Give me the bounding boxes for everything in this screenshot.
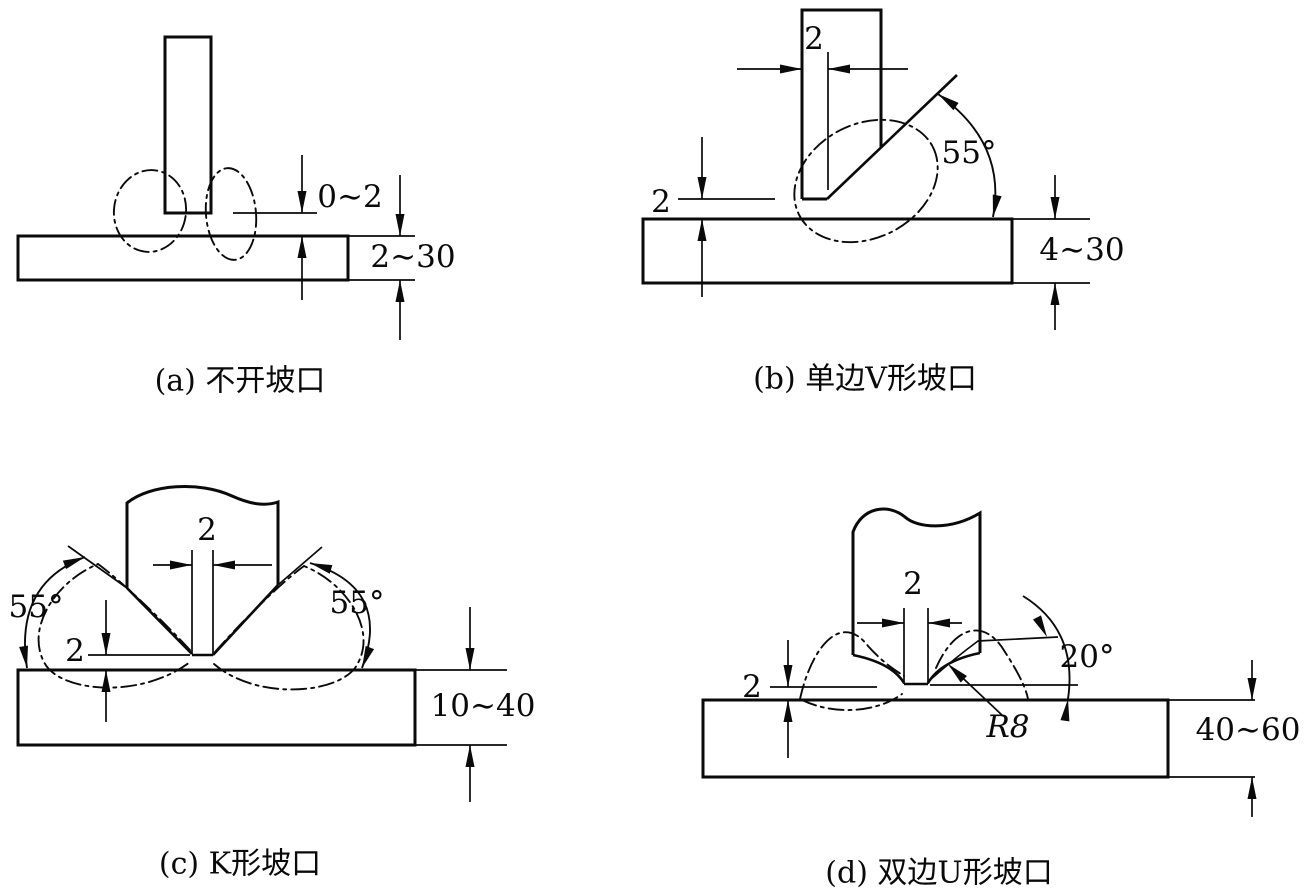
bevel-edges bbox=[126, 584, 279, 657]
weld-outline-right bbox=[935, 629, 1029, 700]
arrow-down-icon bbox=[101, 633, 111, 655]
arrow-right-icon bbox=[882, 618, 904, 628]
arc-arrow-icon bbox=[938, 94, 959, 111]
arrow-down-icon bbox=[1247, 678, 1257, 700]
weld-outline-left bbox=[112, 169, 188, 253]
arrow-right-icon bbox=[780, 64, 802, 74]
arrow-left-icon bbox=[828, 64, 850, 74]
arrow-right-icon bbox=[170, 560, 192, 570]
arc-arrow-icon bbox=[362, 645, 375, 668]
arc-arrow-icon bbox=[1033, 615, 1047, 637]
caption-a: (a) 不开坡口 bbox=[155, 364, 326, 399]
flange-plate bbox=[701, 698, 1170, 779]
dim-thickness: 40∼60 bbox=[1196, 712, 1301, 748]
dim-root-gap: 2 bbox=[742, 669, 762, 705]
arc-arrow-icon bbox=[310, 563, 333, 574]
extension-lines bbox=[233, 212, 415, 281]
bevel-extension-lines bbox=[67, 545, 323, 589]
arc-arrow-icon bbox=[1060, 699, 1070, 722]
dim-root-gap: 2 bbox=[65, 633, 85, 669]
arrow-up-icon bbox=[465, 745, 475, 767]
extension-lines bbox=[770, 608, 1255, 778]
arrow-up-icon bbox=[395, 280, 405, 302]
arc-arrow-icon bbox=[19, 645, 29, 668]
dim-groove-angle: 20° bbox=[1060, 639, 1115, 675]
arrow-up-icon bbox=[783, 700, 793, 722]
arrow-up-icon bbox=[1050, 283, 1060, 305]
angle-arc bbox=[1022, 595, 1071, 700]
flange-plate bbox=[16, 668, 417, 747]
panel-a: 0∼2 2∼30 (a) 不开坡口 bbox=[16, 35, 456, 399]
flange-plate bbox=[641, 217, 1014, 285]
arrow-up-icon bbox=[101, 670, 111, 692]
dim-root-face: 2 bbox=[804, 21, 824, 57]
leader-arrow-icon bbox=[948, 664, 967, 683]
dimension-lines bbox=[301, 155, 401, 340]
dim-thickness: 4∼30 bbox=[1039, 232, 1124, 268]
dim-thickness: 2∼30 bbox=[370, 239, 455, 275]
dim-bevel-angle: 55° bbox=[942, 135, 997, 171]
weld-outline-left bbox=[37, 562, 191, 689]
arrow-down-icon bbox=[297, 191, 307, 213]
arrow-down-icon bbox=[395, 214, 405, 236]
dim-angle-right: 55° bbox=[330, 585, 385, 621]
arc-arrow-icon bbox=[992, 194, 1002, 217]
dimension-lines bbox=[701, 68, 1056, 330]
caption-b: (b) 单边V形坡口 bbox=[753, 362, 977, 397]
dim-root-gap: 0∼2 bbox=[317, 179, 382, 215]
extension-lines bbox=[88, 550, 507, 746]
caption-c: (c) K形坡口 bbox=[159, 847, 321, 882]
weld-outline-right bbox=[204, 167, 258, 261]
arrow-left-icon bbox=[928, 618, 950, 628]
weld-outline-left bbox=[799, 631, 905, 711]
arrow-down-icon bbox=[1050, 197, 1060, 219]
arrow-down-icon bbox=[465, 648, 475, 670]
dim-root-gap: 2 bbox=[651, 184, 671, 220]
arrow-up-icon bbox=[297, 236, 307, 258]
web-plate bbox=[163, 35, 213, 215]
panel-d: 2 2 20° R8 40∼60 (d) 双边U形坡口 bbox=[701, 507, 1301, 891]
arrow-left-icon bbox=[213, 560, 235, 570]
panel-b: 2 2 55° 4∼30 (b) 单边V形坡口 bbox=[641, 8, 1125, 397]
panel-c: 55° 55° 2 2 10∼40 (c) K形坡口 bbox=[9, 485, 536, 882]
dim-root-face: 2 bbox=[903, 566, 923, 602]
weld-outline bbox=[793, 118, 939, 244]
bevel-edge bbox=[826, 74, 958, 200]
caption-d: (d) 双边U形坡口 bbox=[825, 856, 1052, 891]
dim-angle-left: 55° bbox=[9, 589, 64, 625]
arrow-down-icon bbox=[783, 665, 793, 687]
web-plate bbox=[800, 8, 883, 201]
arrow-up-icon bbox=[697, 219, 707, 241]
web-plate bbox=[851, 507, 982, 655]
dim-root-face: 2 bbox=[197, 512, 217, 548]
dim-radius: R8 bbox=[985, 709, 1029, 745]
arc-arrow-icon bbox=[62, 557, 85, 570]
dim-thickness: 10∼40 bbox=[431, 688, 536, 724]
web-plate bbox=[125, 485, 280, 588]
flange-plate bbox=[16, 234, 350, 282]
groove-radius-tangent bbox=[929, 636, 1059, 681]
arrow-down-icon bbox=[697, 177, 707, 199]
extension-lines bbox=[678, 52, 1090, 284]
arrow-up-icon bbox=[1247, 777, 1257, 799]
weld-outline-right bbox=[213, 564, 365, 691]
